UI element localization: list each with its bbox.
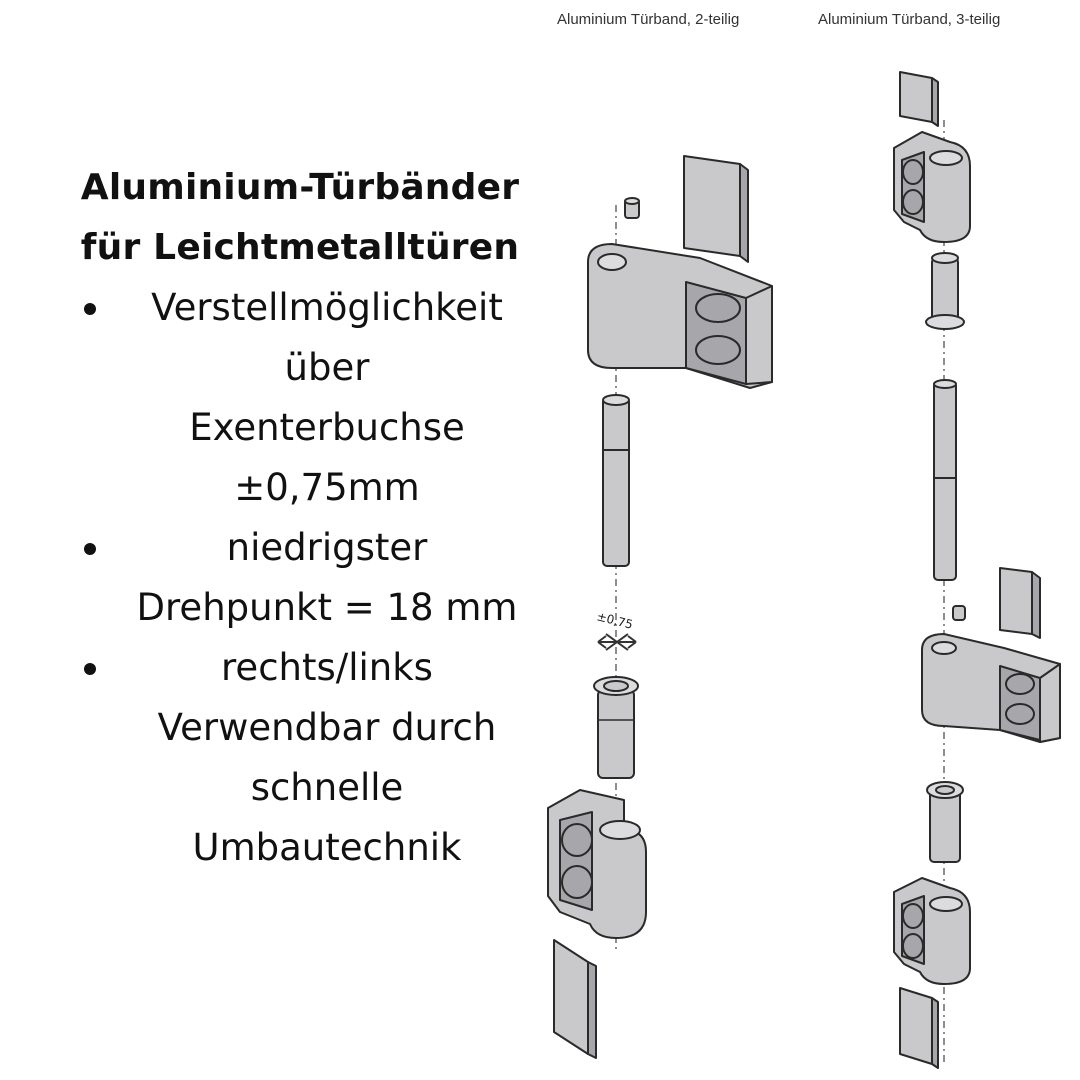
three-part-cover-plate-top	[899, 71, 939, 127]
three-part-top-knuckle	[893, 131, 971, 243]
cover-plate-bottom	[553, 939, 597, 1059]
three-part-middle-leaf	[921, 633, 1061, 743]
three-part-hinge-assembly	[893, 71, 1061, 1069]
three-part-hinge-pin	[933, 379, 957, 581]
feature-text: Drehpunkt = 18 mm	[136, 586, 518, 629]
feature-text: niedrigster	[226, 526, 428, 569]
feature-text: Exenterbuchse	[189, 406, 465, 449]
three-part-hinge-title: Aluminium Türband, 3-teilig	[818, 11, 1001, 28]
feature-list: Verstellmöglichkeit über Exenterbuchse ±…	[40, 278, 560, 878]
lower-hinge-leaf	[547, 789, 647, 939]
feature-text: ±0,75mm	[234, 466, 420, 509]
feature-text: Umbautechnik	[192, 826, 462, 869]
feature-text: schnelle	[250, 766, 404, 809]
bullet-icon	[84, 303, 96, 315]
cover-plate-top	[683, 155, 749, 263]
feature-item-adjustment: Verstellmöglichkeit über Exenterbuchse ±…	[40, 278, 560, 518]
hinge-pin	[602, 394, 630, 567]
headline-line-2: für Leichtmetalltüren	[80, 227, 520, 268]
three-part-grub-screw	[952, 605, 966, 621]
two-part-hinge-assembly: ±0,75	[547, 155, 773, 1059]
bullet-icon	[84, 663, 96, 675]
feature-text: rechts/links	[221, 646, 433, 689]
feature-text: über	[284, 346, 370, 389]
two-part-hinge-title: Aluminium Türband, 2-teilig	[557, 11, 740, 28]
grub-screw	[624, 197, 640, 219]
feature-item-reversible: rechts/links Verwendbar durch schnelle U…	[40, 638, 560, 878]
tolerance-label: ±0,75	[595, 609, 634, 631]
three-part-cover-plate-middle	[999, 567, 1041, 639]
three-part-eccentric-bushing	[926, 781, 964, 863]
feature-item-pivot: niedrigster Drehpunkt = 18 mm	[40, 518, 560, 638]
upper-hinge-leaf	[587, 243, 773, 389]
three-part-upper-bushing	[925, 252, 965, 330]
feature-text: Verwendbar durch	[157, 706, 497, 749]
headline: Aluminium-Türbänder für Leichtmetalltüre…	[40, 158, 560, 278]
eccentric-bushing	[593, 676, 639, 779]
feature-text-panel: Aluminium-Türbänder für Leichtmetalltüre…	[40, 158, 560, 878]
feature-text: Verstellmöglichkeit	[151, 286, 503, 329]
headline-line-1: Aluminium-Türbänder	[80, 167, 520, 208]
bullet-icon	[84, 543, 96, 555]
three-part-bottom-knuckle	[893, 877, 971, 985]
three-part-cover-plate-bottom	[899, 987, 939, 1069]
tolerance-indicator: ±0,75	[595, 609, 637, 651]
